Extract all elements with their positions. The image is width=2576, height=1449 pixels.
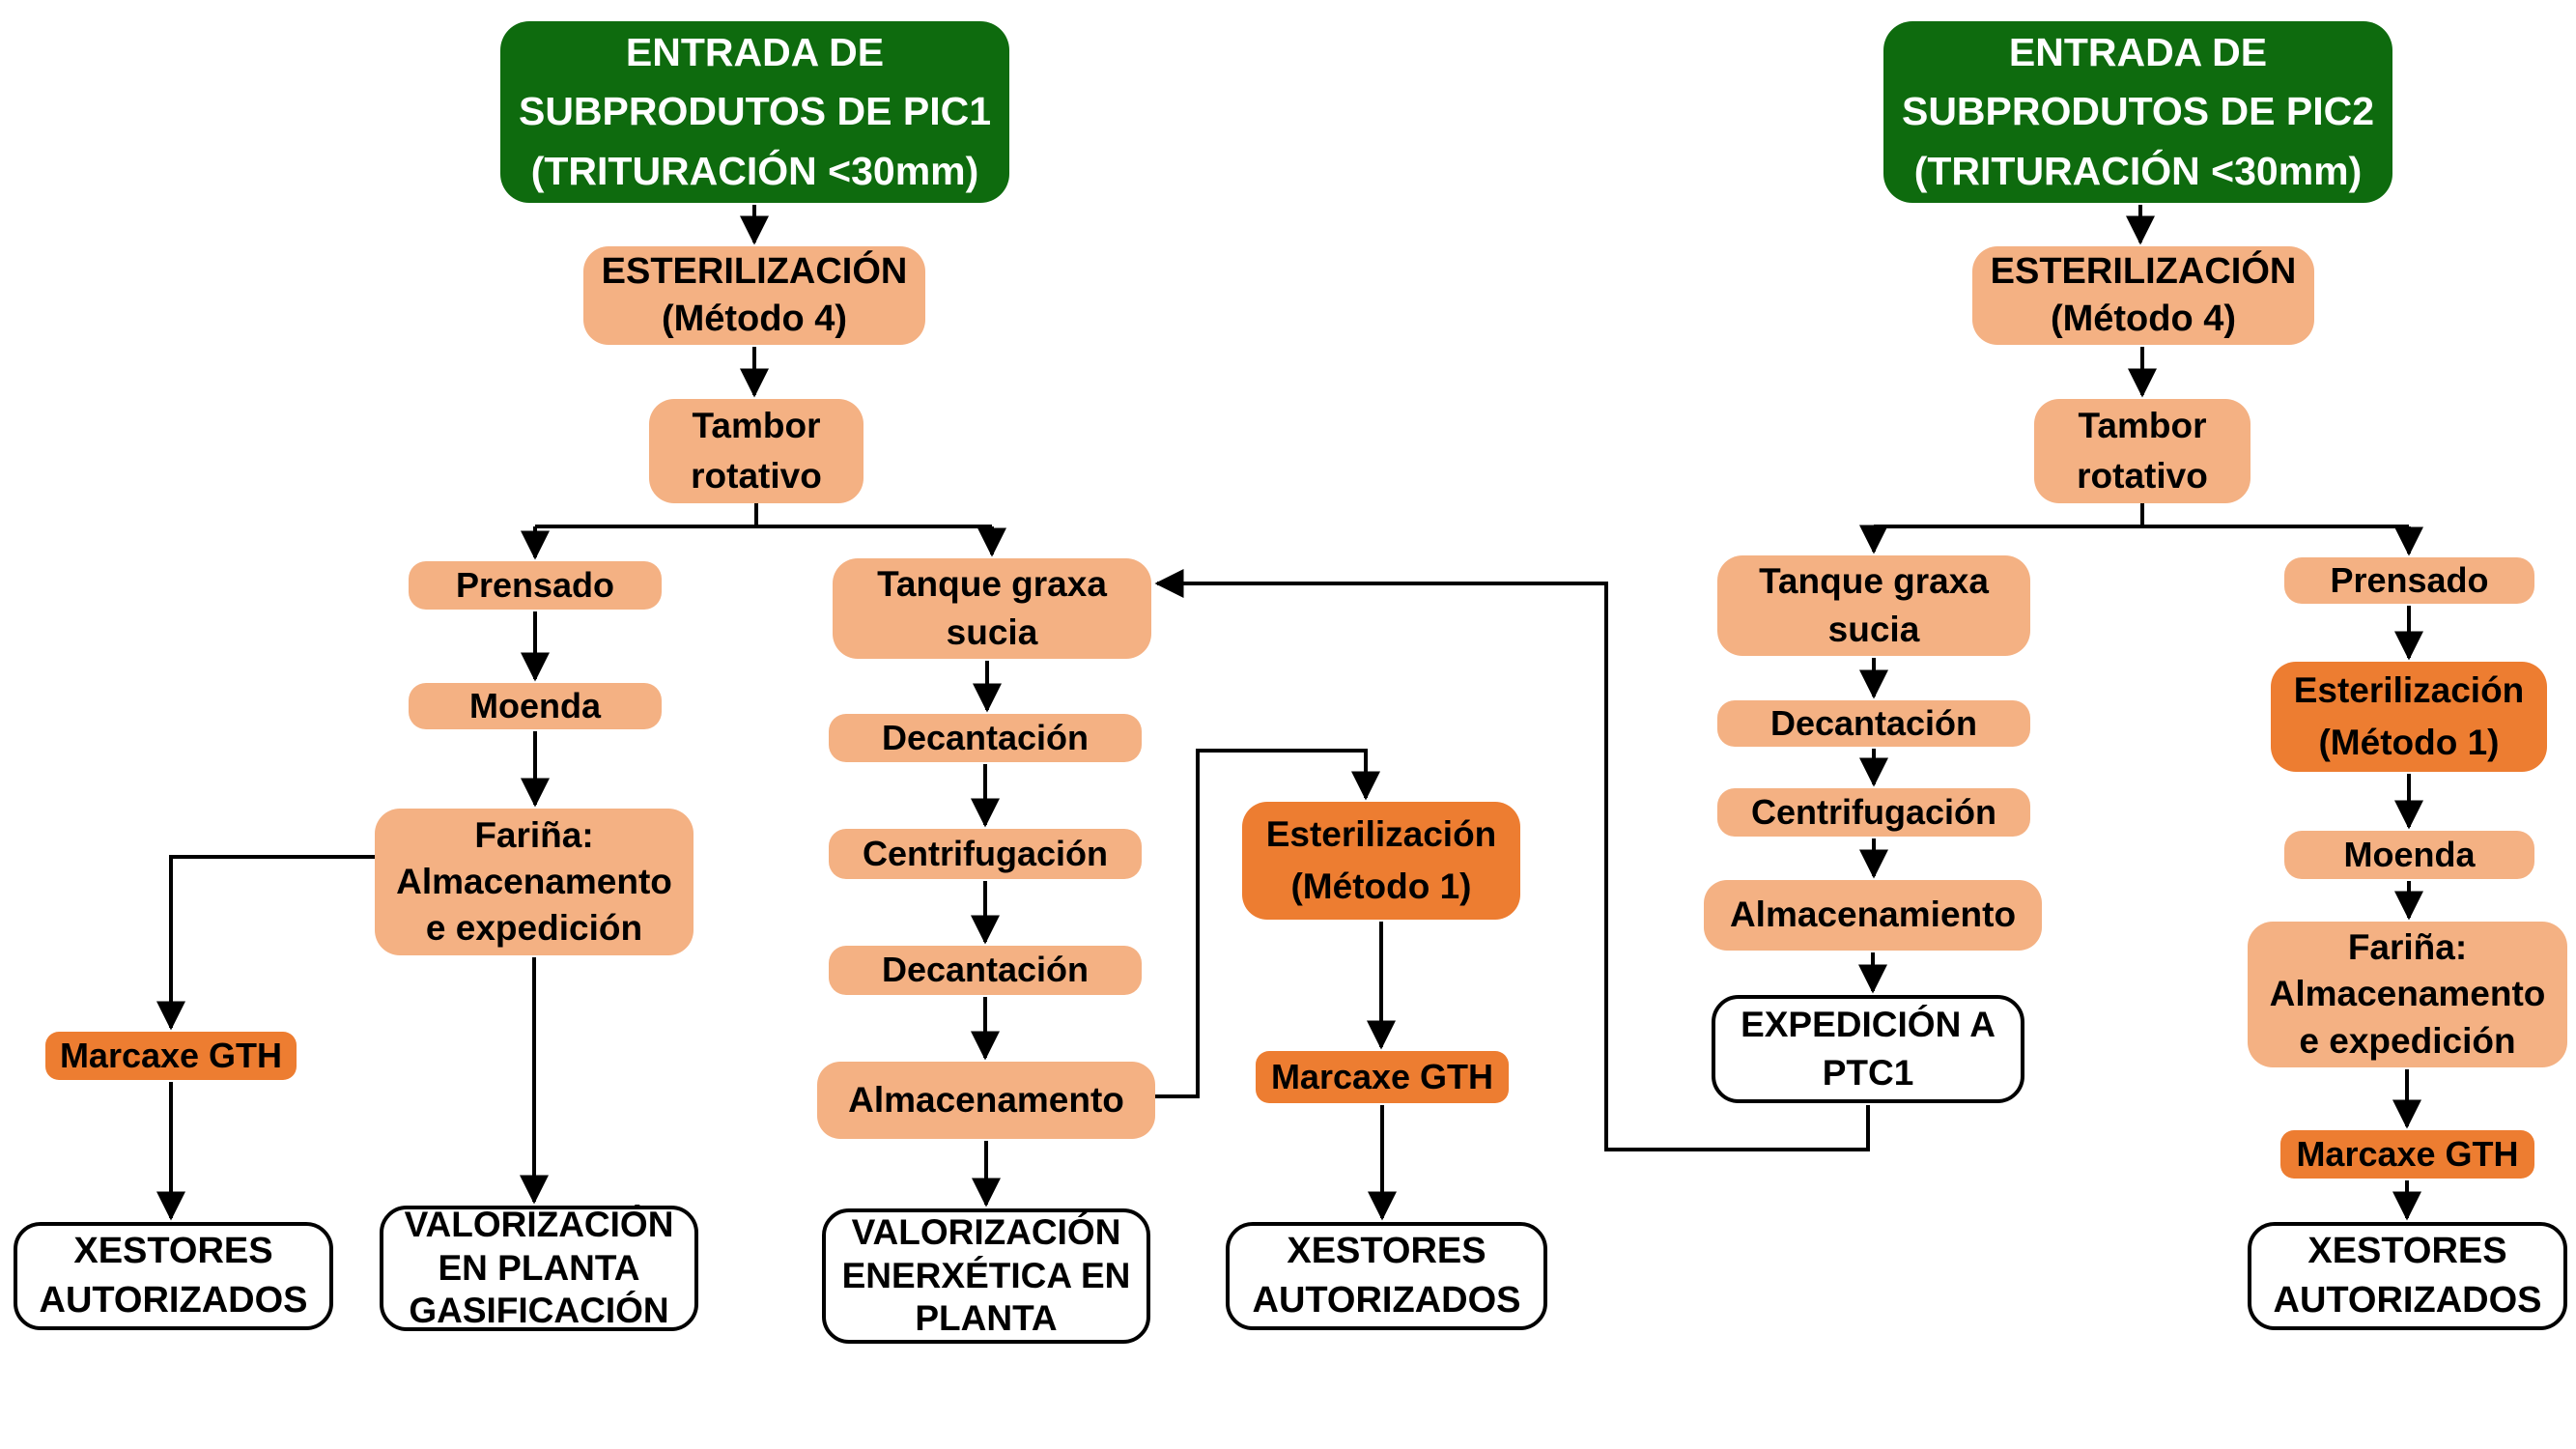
connector-pic1-flour-marking (156, 855, 375, 1031)
node-pic1-gth-marking: Marcaxe GTH (45, 1032, 297, 1080)
node-pic1-pressing: Prensado (409, 561, 662, 610)
node-pic2-entry: ENTRADA DE SUBPRODUTOS DE PIC2 (TRITURAC… (1883, 21, 2392, 203)
node-pic2-sterilization-m4: ESTERILIZACIÓN (Método 4) (1972, 246, 2314, 345)
node-pic1-decanting-2: Decantación (829, 946, 1142, 995)
node-pic2-flour-storage-expedition: Fariña: Almacenamento e expedición (2248, 922, 2567, 1067)
node-pic2-dirty-grease-tank: Tanque graxa sucia (1717, 555, 2030, 656)
node-pic1-storage: Almacenamento (817, 1062, 1155, 1139)
node-pic1-entry: ENTRADA DE SUBPRODUTOS DE PIC1 (TRITURAC… (500, 21, 1009, 203)
node-pic2-gth-marking: Marcaxe GTH (2280, 1130, 2534, 1179)
node-pic1-milling: Moenda (409, 683, 662, 729)
node-pic1-sterilization-m4: ESTERILIZACIÓN (Método 4) (583, 246, 925, 345)
node-pic2-authorized-managers: XESTORES AUTORIZADOS (2248, 1222, 2567, 1330)
node-pic1-rotary-drum: Tambor rotativo (649, 399, 863, 503)
node-pic1-dirty-grease-tank: Tanque graxa sucia (833, 558, 1151, 659)
node-pic2-rotary-drum: Tambor rotativo (2034, 399, 2250, 503)
node-pic1-energy-valorization: VALORIZACIÓN ENERXÉTICA EN PLANTA (822, 1208, 1150, 1344)
node-pic2-decanting: Decantación (1717, 700, 2030, 747)
node-pic1-gth-marking-2: Marcaxe GTH (1256, 1051, 1509, 1103)
node-pic2-milling: Moenda (2284, 831, 2534, 879)
node-pic1-decanting-1: Decantación (829, 714, 1142, 762)
node-pic1-flour-storage-expedition: Fariña: Almacenamento e expedición (375, 809, 694, 955)
node-pic2-storage: Almacenamiento (1704, 880, 2042, 951)
node-pic1-centrifugation: Centrifugación (829, 829, 1142, 879)
node-pic1-gasification-valorization: VALORIZACIÓN EN PLANTA GASIFICACIÓN (380, 1205, 698, 1331)
node-pic1-sterilization-m1: Esterilización (Método 1) (1242, 802, 1520, 920)
connector-pic2-expedition-to-pic1-grease-tank (1154, 569, 1870, 1151)
node-pic1-authorized-managers-2: XESTORES AUTORIZADOS (1226, 1222, 1547, 1330)
node-pic2-pressing: Prensado (2284, 557, 2534, 604)
node-pic2-centrifugation: Centrifugación (1717, 788, 2030, 837)
node-pic2-expedition-ptc1: EXPEDICIÓN A PTC1 (1712, 995, 2024, 1103)
connector-pic1-storage-sterilization1 (1155, 749, 1380, 1098)
node-pic1-authorized-managers: XESTORES AUTORIZADOS (14, 1222, 333, 1330)
node-pic2-sterilization-m1: Esterilización (Método 1) (2271, 662, 2547, 772)
